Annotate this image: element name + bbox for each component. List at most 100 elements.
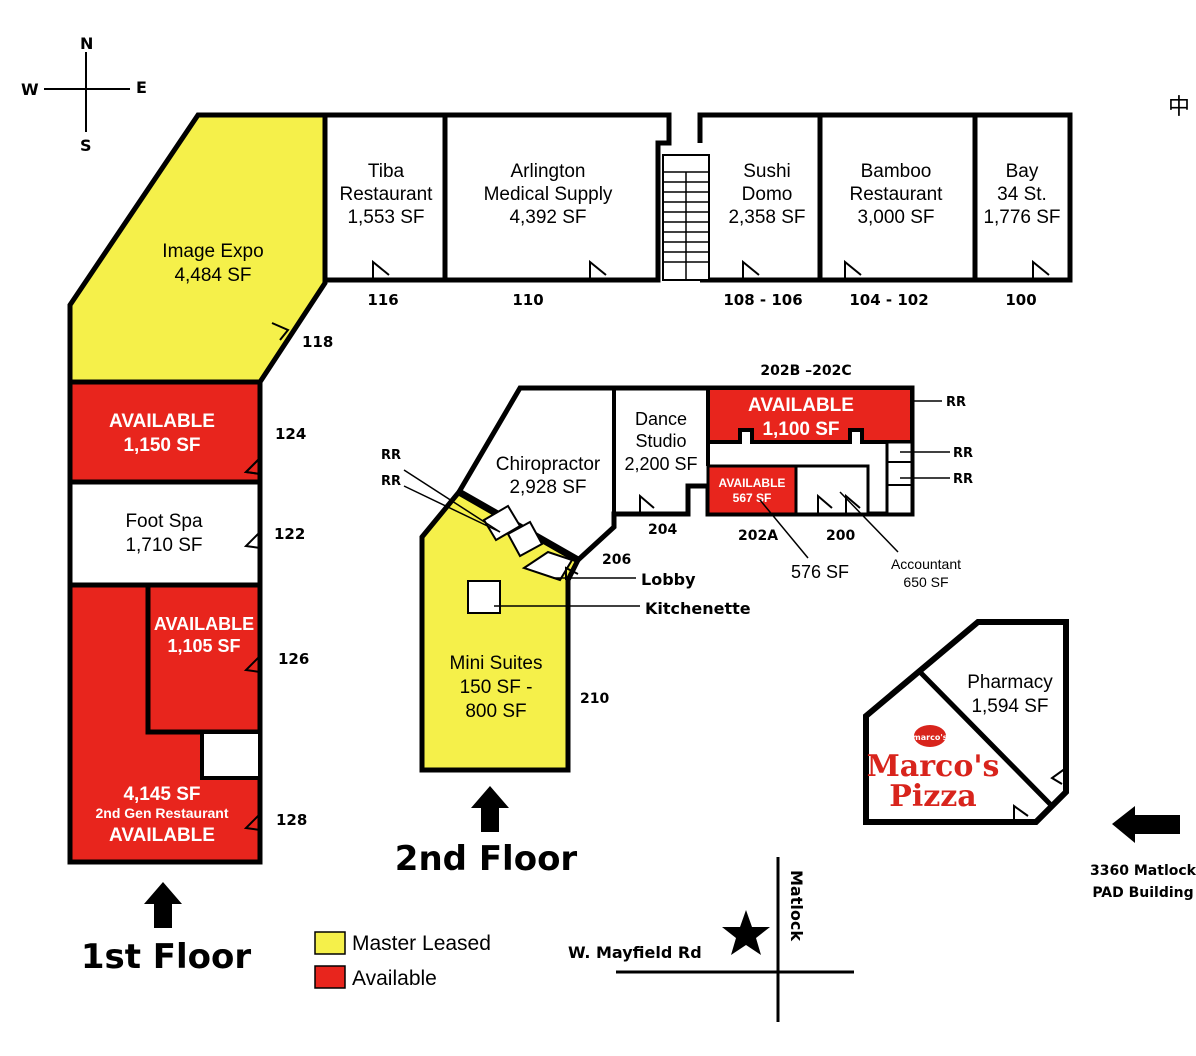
left-column-doors <box>243 457 261 831</box>
pad-address-2: PAD Building <box>1092 885 1193 901</box>
chiro-name: Chiropractor <box>496 454 601 475</box>
second-floor-arrow <box>471 786 509 832</box>
pad-arrow <box>1112 806 1180 843</box>
legend-available: Available <box>352 967 437 990</box>
avail-1100-name: AVAILABLE <box>748 395 854 416</box>
door-118 <box>271 322 290 341</box>
rr-label-3: RR <box>946 395 966 410</box>
image-expo-size: 4,484 SF <box>174 265 251 286</box>
unit-128-note: 2nd Gen Restaurant <box>95 805 228 821</box>
street-north: Matlock <box>787 870 806 941</box>
legend-master-leased: Master Leased <box>352 932 491 955</box>
unit-576[interactable] <box>794 464 870 516</box>
unit-124[interactable] <box>67 379 263 485</box>
tiba-name-1: Tiba <box>368 161 405 182</box>
marcos-badge: marco's <box>912 733 947 742</box>
unit-number-128: 128 <box>276 811 307 829</box>
compass-w: W <box>21 80 39 99</box>
pharmacy-size: 1,594 SF <box>971 696 1048 717</box>
avail-567-name: AVAILABLE <box>719 476 786 490</box>
street-locator: W. Mayfield Rd Matlock <box>568 857 854 1022</box>
star-icon <box>722 910 770 955</box>
unit-128-void <box>200 730 262 780</box>
unit-126-size: 1,105 SF <box>167 636 240 656</box>
street-west: W. Mayfield Rd <box>568 943 702 962</box>
second-floor-label: 2nd Floor <box>395 839 578 879</box>
unit-number-202a: 202A <box>738 528 778 544</box>
marcos-line-1: Marco's <box>867 749 1000 784</box>
compass: N S W E <box>21 34 147 155</box>
unit-number-204: 204 <box>648 522 677 538</box>
unit-number-100: 100 <box>1005 291 1036 309</box>
accountant-name: Accountant <box>891 556 961 572</box>
tiba-name-2: Restaurant <box>340 184 434 205</box>
unit-128-name: AVAILABLE <box>109 825 215 846</box>
marcos-pizza-logo: marco's Marco's Pizza <box>867 725 1000 814</box>
unit-number-200: 200 <box>826 528 855 544</box>
pad-door-south <box>1013 804 1029 822</box>
corner-glyph: 中 <box>1168 95 1190 120</box>
unit-foot-spa[interactable] <box>67 479 263 588</box>
marcos-badge-icon <box>914 725 946 747</box>
avail-1100-size: 1,100 SF <box>762 419 839 440</box>
sushi-size: 2,358 SF <box>728 207 805 228</box>
image-expo-name: Image Expo <box>162 241 263 262</box>
unit-number-104-102: 104 - 102 <box>849 291 928 309</box>
first-floor-label: 1st Floor <box>81 937 252 977</box>
bamboo-name-2: Restaurant <box>850 184 944 205</box>
unit-number-124: 124 <box>275 425 306 443</box>
unit-number-118: 118 <box>302 333 333 351</box>
foot-spa-size: 1,710 SF <box>125 535 202 556</box>
kitchenette-label: Kitchenette <box>645 599 751 618</box>
unit-126-name: AVAILABLE <box>154 614 254 634</box>
bamboo-name-1: Bamboo <box>861 161 932 182</box>
callout-lines <box>403 400 950 607</box>
legend-swatch-available <box>314 965 346 989</box>
kitchenette-box <box>467 580 501 614</box>
first-floor-arrow <box>144 882 182 928</box>
arlington-name-1: Arlington <box>511 161 586 182</box>
second-floor-header: 202B –202C <box>760 363 851 379</box>
top-row-outline-left <box>325 112 672 283</box>
mini-suites-name-1: Mini Suites <box>450 653 543 674</box>
avail-567-size: 567 SF <box>733 491 772 505</box>
stair-treads <box>663 171 709 280</box>
tiba-size: 1,553 SF <box>347 207 424 228</box>
door-206 <box>565 566 579 580</box>
unit-number-116: 116 <box>367 291 398 309</box>
chiro-size: 2,928 SF <box>509 477 586 498</box>
legend: Master Leased Available <box>314 931 491 990</box>
unit-126[interactable] <box>145 582 263 735</box>
arlington-size: 4,392 SF <box>509 207 586 228</box>
rr-label-1: RR <box>381 448 401 463</box>
pharmacy-name: Pharmacy <box>967 672 1053 693</box>
unit-576-size: 576 SF <box>791 562 849 582</box>
unit-number-206: 206 <box>602 552 631 568</box>
foot-spa-name: Foot Spa <box>125 511 203 532</box>
unit-number-108-106: 108 - 106 <box>723 291 802 309</box>
unit-number-210: 210 <box>580 691 609 707</box>
mini-suites-name-2: 150 SF - <box>460 677 533 698</box>
marcos-line-2: Pizza <box>889 779 976 814</box>
top-row-doors <box>372 259 1050 280</box>
compass-s: S <box>80 136 92 155</box>
unit-124-size: 1,150 SF <box>123 435 200 456</box>
rr-label-5: RR <box>953 472 973 487</box>
unit-number-110: 110 <box>512 291 543 309</box>
bay-name-2: 34 St. <box>997 184 1047 205</box>
unit-202a[interactable] <box>706 464 798 516</box>
arlington-name-2: Medical Supply <box>484 184 613 205</box>
bay-name-1: Bay <box>1006 161 1039 182</box>
unit-number-126: 126 <box>278 650 309 668</box>
top-row-outline-right <box>697 112 1073 283</box>
mini-suites-name-3: 800 SF <box>465 701 526 722</box>
unit-124-name: AVAILABLE <box>109 411 215 432</box>
sushi-name-1: Sushi <box>743 161 791 182</box>
sushi-name-2: Domo <box>742 184 793 205</box>
bay-size: 1,776 SF <box>983 207 1060 228</box>
unit-128-size: 4,145 SF <box>123 784 200 805</box>
dance-name-2: Studio <box>635 431 686 451</box>
pad-door-east <box>1050 767 1067 785</box>
legend-swatch-master-leased <box>314 931 346 955</box>
